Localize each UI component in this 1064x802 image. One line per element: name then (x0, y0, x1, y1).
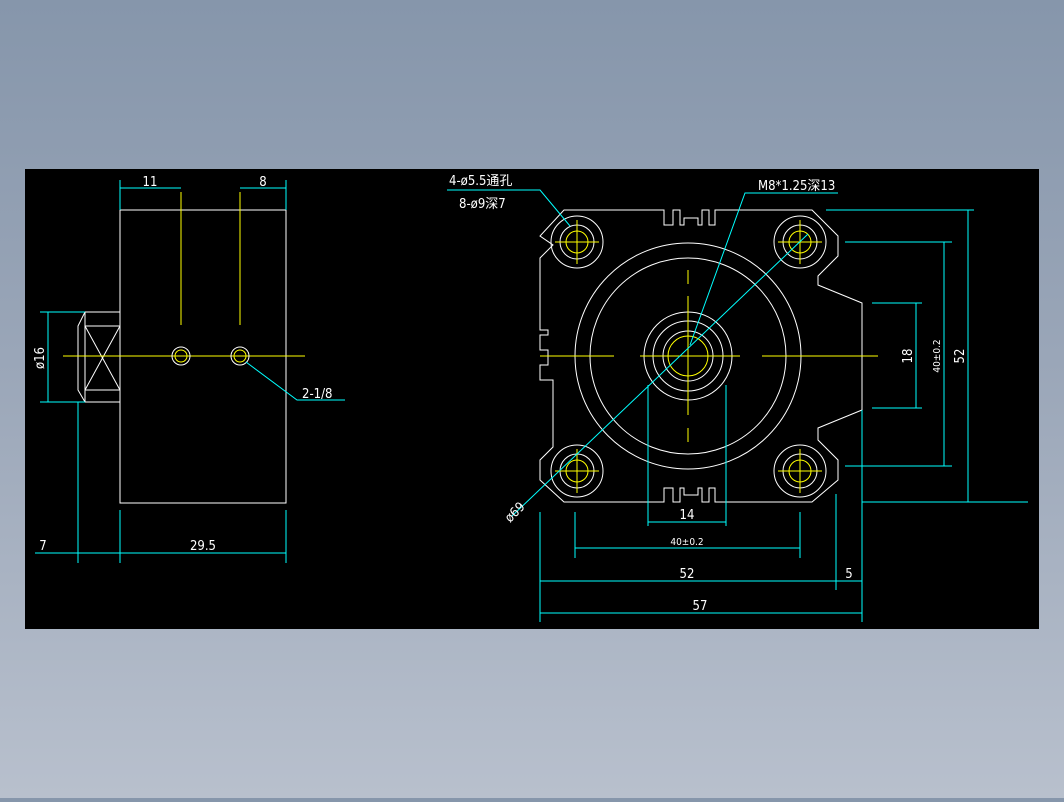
front-view: 4-ø5.5通孔 8-ø9深7 M8*1.25深13 ø69 14 40±0.2… (447, 174, 1028, 622)
dim-52-right-label: 52 (953, 349, 968, 364)
side-view: 11 8 ø16 2-1/8 7 29.5 (33, 175, 345, 563)
dim-5-label: 5 (845, 567, 852, 582)
model-space (25, 169, 1039, 629)
holes-leader (447, 189, 571, 227)
dim-port-label: 2-1/8 (302, 387, 332, 402)
dim-40-right-label: 40±0.2 (932, 339, 943, 372)
port1-inner (174, 349, 188, 363)
dim-57-label: 57 (693, 599, 708, 614)
port-leader (245, 361, 345, 401)
front-flange-outline (539, 209, 863, 503)
dim-14-label: 14 (680, 508, 695, 523)
hex-boss-cross-b (84, 325, 121, 391)
d69-dim-line (511, 233, 809, 517)
thread-leader (689, 192, 838, 346)
dim-40-bottom-label: 40±0.2 (670, 537, 703, 548)
port2-inner (233, 349, 247, 363)
dim-11-label: 11 (143, 175, 158, 190)
dim-8-label: 8 (259, 175, 266, 190)
note-holes-line2: 8-ø9深7 (459, 197, 506, 212)
dim-52-bottom-label: 52 (680, 567, 695, 582)
port1-outer (171, 346, 191, 366)
dim-18-label: 18 (901, 349, 916, 364)
dim-d16-label: ø16 (33, 347, 48, 369)
port2-outer (230, 346, 250, 366)
note-thread: M8*1.25深13 (758, 179, 835, 194)
dim-7-label: 7 (39, 539, 46, 554)
dim-29-5-label: 29.5 (190, 539, 216, 554)
note-holes-line1: 4-ø5.5通孔 (449, 174, 512, 189)
